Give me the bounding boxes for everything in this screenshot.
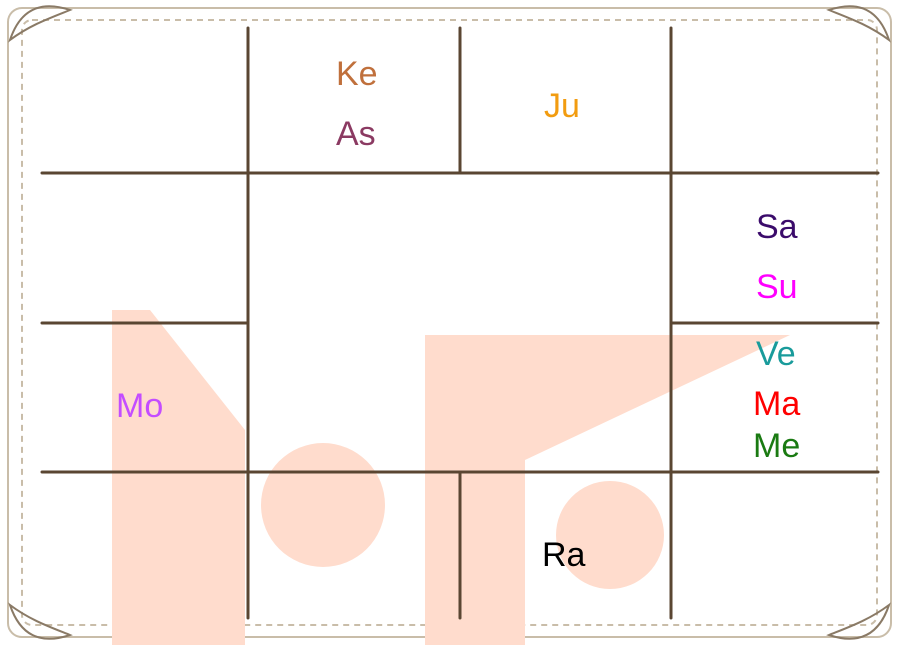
planet-sa: Sa bbox=[756, 210, 798, 244]
planet-ma: Ma bbox=[753, 387, 800, 421]
planet-ve: Ve bbox=[756, 337, 796, 371]
planet-mo: Mo bbox=[116, 389, 163, 423]
planet-me: Me bbox=[753, 429, 800, 463]
planet-as: As bbox=[336, 117, 376, 151]
planet-ju: Ju bbox=[544, 89, 580, 123]
watermark-logo bbox=[112, 310, 790, 645]
planet-ra: Ra bbox=[542, 538, 585, 572]
planet-ke: Ke bbox=[336, 57, 378, 91]
planet-su: Su bbox=[756, 270, 798, 304]
